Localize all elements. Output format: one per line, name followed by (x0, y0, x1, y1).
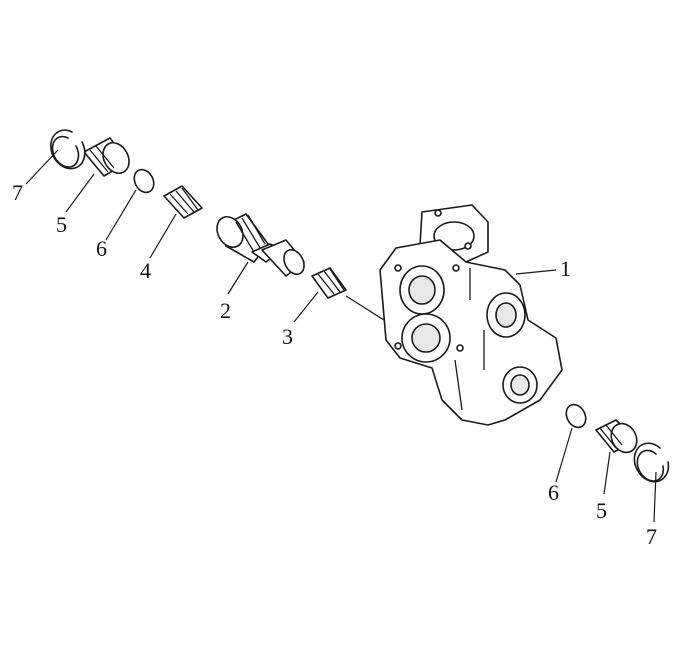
callout-small-spring: 3 (282, 324, 293, 349)
callout-plug-right: 5 (596, 498, 607, 523)
spring (163, 185, 203, 219)
spool (216, 213, 305, 277)
callout-labels: 7 5 6 4 2 3 1 6 5 7 (12, 180, 657, 549)
callout-main-body: 1 (560, 256, 571, 281)
leader-lines (25, 149, 657, 523)
plug-right (595, 419, 638, 454)
snap-ring-left (50, 129, 86, 170)
o-ring-right (565, 403, 587, 429)
callout-spool: 2 (220, 298, 231, 323)
callout-snap-ring-right: 7 (646, 524, 657, 549)
o-ring-left (133, 168, 155, 194)
callout-snap-ring-left: 7 (12, 180, 23, 205)
callout-spring: 4 (140, 258, 151, 283)
callout-plug-left: 5 (56, 212, 67, 237)
snap-ring-right (633, 442, 670, 483)
callout-o-ring-right: 6 (548, 480, 559, 505)
plug-left (83, 137, 130, 177)
small-spring (311, 267, 347, 299)
valve-body (379, 204, 563, 426)
callout-o-ring-left: 6 (96, 236, 107, 261)
